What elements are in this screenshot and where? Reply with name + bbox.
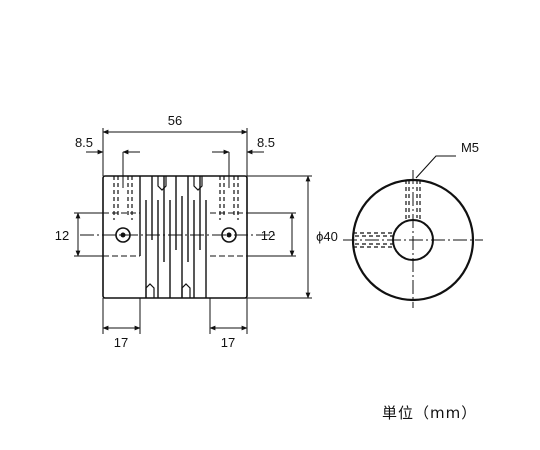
dim-screw-offset-left: 8.5 — [75, 135, 93, 150]
dim-outer-diameter: ϕ40 — [316, 229, 338, 244]
dim-set-screw: M5 — [461, 140, 479, 155]
unit-label: 単位（mm） — [382, 404, 478, 422]
dim-screw-offset-right: 8.5 — [257, 135, 275, 150]
end-view — [343, 155, 483, 308]
bore-lines — [103, 212, 247, 257]
dim-hub-length-right: 17 — [221, 335, 235, 350]
coupling-body-outline — [102, 175, 248, 299]
dim-overall-length: 56 — [168, 113, 182, 128]
side-view — [80, 152, 275, 299]
dimension-lines — [74, 128, 312, 334]
dim-bore-left: 12 — [55, 228, 69, 243]
dim-bore-right: 12 — [261, 228, 275, 243]
dim-hub-length-left: 17 — [114, 335, 128, 350]
slits — [139, 176, 207, 298]
m5-leader-line — [415, 155, 456, 179]
